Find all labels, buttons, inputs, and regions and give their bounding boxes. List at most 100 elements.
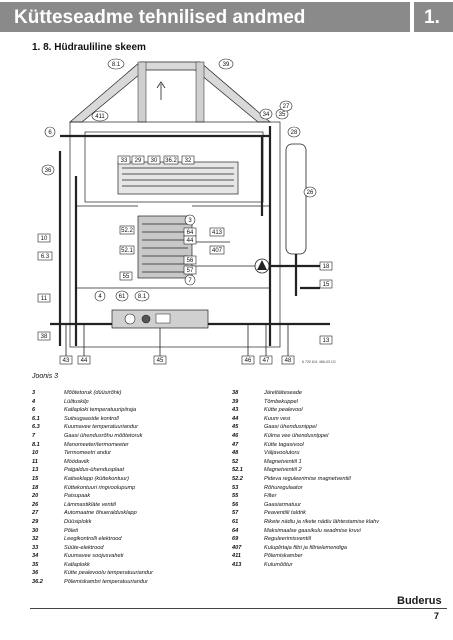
callout-48: 48 <box>281 355 295 365</box>
page-number: 7 <box>434 611 440 621</box>
svg-text:48: 48 <box>285 358 292 364</box>
svg-text:52.1: 52.1 <box>121 248 133 254</box>
control-knob <box>141 314 151 324</box>
svg-text:413: 413 <box>212 230 223 236</box>
footer-divider <box>30 608 447 609</box>
exchanger-plates <box>142 223 188 273</box>
callout-8-1-top: 8.1 <box>107 58 125 70</box>
appliance-casing <box>69 121 281 348</box>
header-title-bar: Kütteseadme tehnilised andmed <box>0 2 410 32</box>
svg-text:28: 28 <box>291 130 298 136</box>
svg-text:29: 29 <box>135 158 142 164</box>
callout-44: 44 <box>183 235 197 245</box>
callout-52-1: 52.1 <box>119 245 135 255</box>
callout-43: 43 <box>59 355 73 365</box>
svg-text:36.2: 36.2 <box>165 158 177 164</box>
callout-36-2: 36.2 <box>163 155 179 165</box>
svg-text:13: 13 <box>323 338 330 344</box>
callout-407: 407 <box>209 245 225 255</box>
callout-44-bottom: 44 <box>77 355 91 365</box>
callout-3: 3 <box>184 214 196 226</box>
hood-flue-left <box>137 61 147 123</box>
hood-flue-right <box>195 61 205 123</box>
heat-exchanger <box>117 161 239 195</box>
callout-57: 57 <box>183 265 197 275</box>
callout-46: 46 <box>241 355 255 365</box>
flue-arrow <box>156 81 166 100</box>
brand-logo: Buderus <box>397 595 442 607</box>
callout-7: 7 <box>184 274 196 286</box>
svg-text:44: 44 <box>187 238 194 244</box>
figure-caption: Joonis 3 <box>32 373 59 380</box>
right-pipe <box>262 254 320 296</box>
svg-text:32: 32 <box>185 158 192 164</box>
callout-28: 28 <box>287 126 301 138</box>
svg-text:55: 55 <box>123 274 130 280</box>
chapter-box: 1. <box>414 2 453 32</box>
svg-text:47: 47 <box>263 358 270 364</box>
svg-text:8.1: 8.1 <box>112 62 121 68</box>
svg-text:6: 6 <box>48 130 52 136</box>
section-title: 1. 8. Hüdrauliline skeem <box>32 42 146 53</box>
callout-10: 10 <box>37 233 51 243</box>
svg-text:34: 34 <box>263 112 270 118</box>
callout-36: 36 <box>41 164 55 176</box>
callout-6-3: 6.3 <box>37 251 53 261</box>
callout-56: 56 <box>183 255 197 265</box>
expansion-vessel <box>285 143 307 255</box>
callout-55: 55 <box>119 271 133 281</box>
callout-413: 413 <box>209 227 225 237</box>
hydraulic-diagram: .pipe { fill: none; stroke: #222; stroke… <box>37 58 336 365</box>
svg-text:30: 30 <box>151 158 158 164</box>
callout-33: 33 <box>117 155 131 165</box>
figure-reference-code: 6 720 611 466-03.1O <box>302 360 336 364</box>
svg-text:45: 45 <box>157 358 164 364</box>
svg-text:61: 61 <box>119 294 126 300</box>
svg-text:11: 11 <box>41 296 48 302</box>
svg-text:46: 46 <box>245 358 252 364</box>
svg-text:38: 38 <box>41 334 48 340</box>
callout-64: 64 <box>183 227 197 237</box>
manometer <box>124 313 136 325</box>
svg-text:7: 7 <box>188 278 192 284</box>
page-title: Kütteseadme tehnilised andmed <box>14 7 306 28</box>
svg-text:3: 3 <box>188 218 192 224</box>
callout-11: 11 <box>37 293 51 303</box>
mid-pipe <box>76 205 270 289</box>
callout-30: 30 <box>147 155 161 165</box>
callout-45: 45 <box>153 355 167 365</box>
svg-text:18: 18 <box>323 264 330 270</box>
